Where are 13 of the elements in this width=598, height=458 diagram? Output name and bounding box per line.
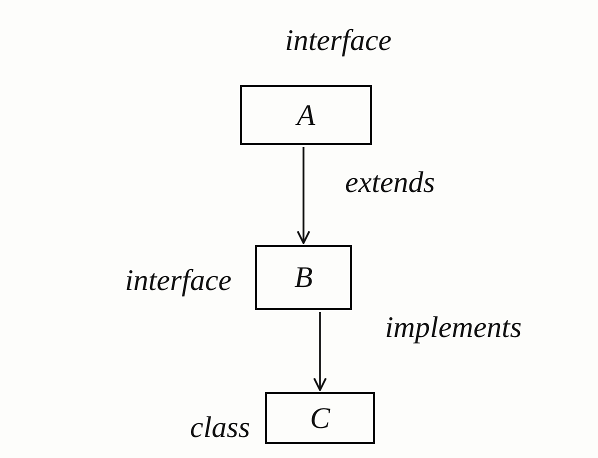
edge-label: extends bbox=[345, 165, 435, 201]
class-box bbox=[240, 85, 372, 145]
box-label: C bbox=[310, 400, 330, 436]
stereotype-label: class bbox=[190, 410, 250, 446]
class-box bbox=[255, 245, 352, 310]
arrow bbox=[296, 147, 310, 244]
arrow bbox=[313, 312, 327, 391]
stereotype-label: interface bbox=[285, 23, 392, 59]
stereotype-label: interface bbox=[125, 263, 232, 299]
class-box bbox=[265, 392, 375, 444]
box-label: A bbox=[296, 98, 316, 134]
box-label: B bbox=[294, 260, 313, 296]
edge-label: implements bbox=[385, 310, 522, 346]
